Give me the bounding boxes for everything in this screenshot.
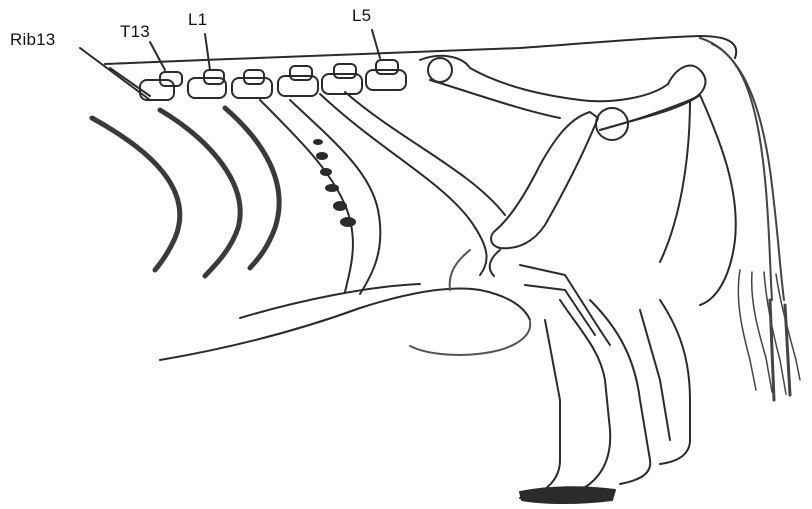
label-l5: L5 <box>352 6 371 26</box>
tail <box>700 38 800 400</box>
back-outline-inner <box>110 68 150 96</box>
udder <box>410 322 530 355</box>
femur <box>491 112 598 248</box>
label-t13: T13 <box>120 22 150 42</box>
rib-1 <box>92 118 180 270</box>
costal-line-c <box>320 94 487 275</box>
t13-leader-line <box>150 42 165 70</box>
label-rib13: Rib13 <box>10 30 55 50</box>
thigh-line-1 <box>700 95 736 305</box>
costal-line-a <box>260 100 353 292</box>
vertebra-l1 <box>188 78 226 98</box>
organ-dots <box>313 139 356 227</box>
far-leg-outline <box>660 300 690 464</box>
flank-fold <box>450 250 470 290</box>
hind-leg-outline <box>520 300 610 499</box>
thigh-line-2 <box>660 100 690 262</box>
ilium-wing <box>420 56 705 130</box>
tuber-coxae <box>428 58 452 82</box>
rib-2 <box>160 110 240 276</box>
hoof <box>520 487 615 503</box>
patella <box>490 250 500 276</box>
vertebral-column <box>140 60 406 100</box>
costal-line-b <box>290 100 380 294</box>
tibia <box>520 265 610 345</box>
pelvis <box>420 56 705 140</box>
belly-line <box>160 288 530 360</box>
belly-lower <box>240 284 420 318</box>
ribs <box>92 108 279 276</box>
costal-line-d <box>345 92 505 215</box>
l1-leader-line <box>205 34 210 70</box>
label-l1: L1 <box>188 10 207 30</box>
vertebra-l2 <box>232 78 272 98</box>
